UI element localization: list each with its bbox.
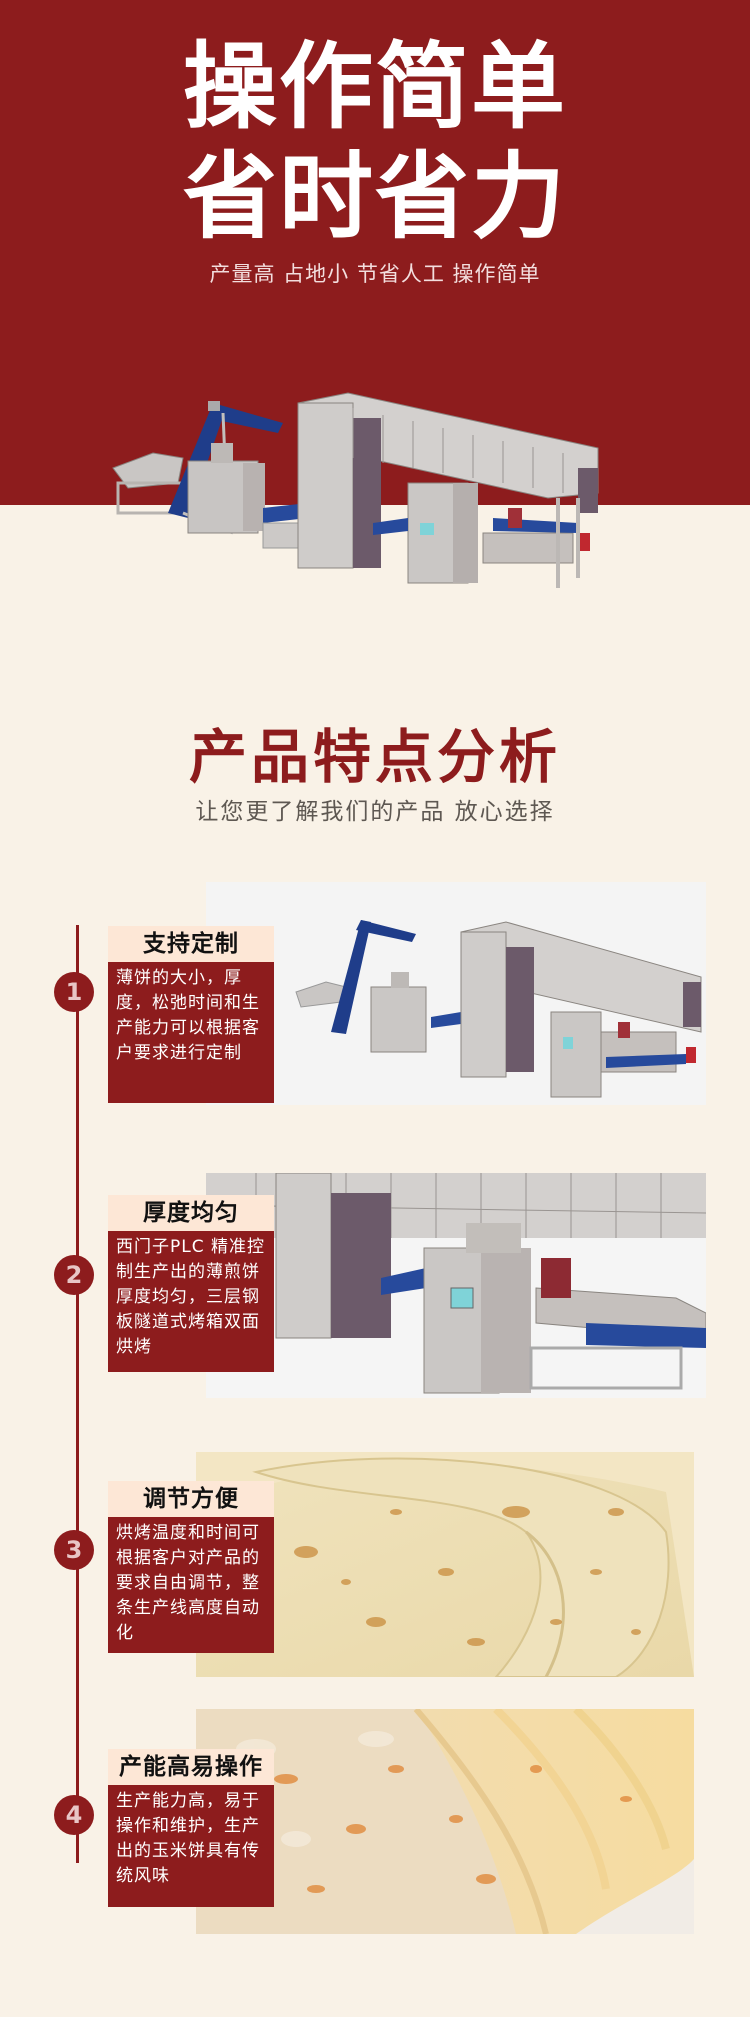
timeline-line <box>76 925 79 1863</box>
feature-description: 薄饼的大小，厚度，松弛时间和生产能力可以根据客户要求进行定制 <box>108 962 274 1103</box>
feature-card-2: 厚度均匀 西门子PLC 精准控制生产出的薄煎饼厚度均匀，三层钢板隧道式烤箱双面烘… <box>108 1195 274 1372</box>
section-title: 产品特点分析 <box>188 723 561 791</box>
step-number-2: 2 <box>54 1255 94 1295</box>
step-number-1: 1 <box>54 972 94 1012</box>
feature-card-1: 支持定制 薄饼的大小，厚度，松弛时间和生产能力可以根据客户要求进行定制 <box>108 926 274 1103</box>
step-number-4: 4 <box>54 1795 94 1835</box>
feature-card-3: 调节方便 烘烤温度和时间可根据客户对产品的要求自由调节，整条生产线高度自动化 <box>108 1481 274 1653</box>
feature-title: 厚度均匀 <box>108 1195 274 1231</box>
feature-image-4 <box>196 1709 694 1934</box>
feature-image-2 <box>206 1173 706 1398</box>
feature-title: 调节方便 <box>108 1481 274 1517</box>
feature-card-4: 产能高易操作 生产能力高，易于操作和维护，生产出的玉米饼具有传统风味 <box>108 1749 274 1907</box>
hero-title-line1: 操作简单 <box>182 33 567 142</box>
feature-description: 生产能力高，易于操作和维护，生产出的玉米饼具有传统风味 <box>108 1785 274 1907</box>
section-subtitle: 让您更了解我们的产品 放心选择 <box>195 799 555 825</box>
production-line-image <box>108 383 628 593</box>
feature-image-1 <box>206 882 706 1105</box>
feature-description: 西门子PLC 精准控制生产出的薄煎饼厚度均匀，三层钢板隧道式烤箱双面烘烤 <box>108 1231 274 1372</box>
feature-description: 烘烤温度和时间可根据客户对产品的要求自由调节，整条生产线高度自动化 <box>108 1517 274 1653</box>
step-number-3: 3 <box>54 1530 94 1570</box>
hero-title-line2: 省时省力 <box>182 143 567 252</box>
feature-image-3 <box>196 1452 694 1677</box>
hero-subtitle: 产量高 占地小 节省人工 操作简单 <box>209 262 541 286</box>
feature-title: 产能高易操作 <box>108 1749 274 1785</box>
feature-title: 支持定制 <box>108 926 274 962</box>
